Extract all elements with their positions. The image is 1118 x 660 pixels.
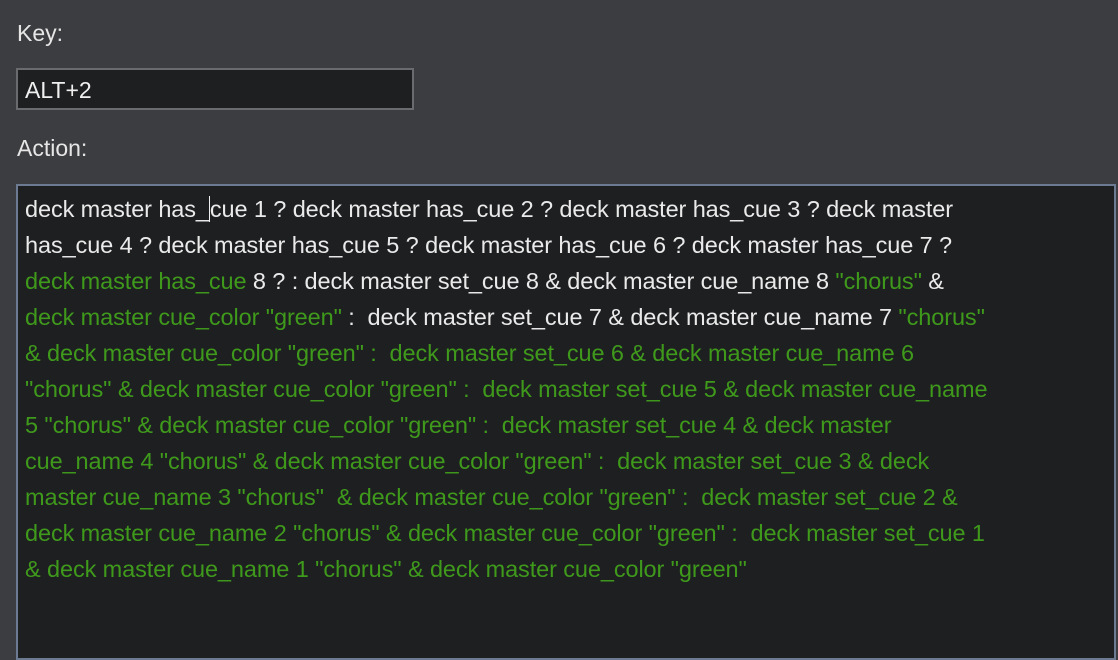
action-line: deck master has_cue 8 ? : deck master se… bbox=[25, 263, 1106, 299]
text-segment: 8 ? : deck master set_cue 8 & deck maste… bbox=[246, 268, 836, 294]
text-caret bbox=[208, 196, 210, 222]
highlighted-text-segment: cue_name 4 "chorus" & deck master cue_co… bbox=[25, 448, 930, 474]
action-line: & deck master cue_name 1 "chorus" & deck… bbox=[25, 551, 1106, 587]
action-editor[interactable]: deck master has_cue 1 ? deck master has_… bbox=[16, 184, 1116, 660]
text-segment: : deck master set_cue 7 & deck master cu… bbox=[341, 304, 899, 330]
action-line: 5 "chorus" & deck master cue_color "gree… bbox=[25, 407, 1106, 443]
action-line: cue_name 4 "chorus" & deck master cue_co… bbox=[25, 443, 1106, 479]
key-label: Key: bbox=[17, 20, 64, 46]
action-line: has_cue 4 ? deck master has_cue 5 ? deck… bbox=[25, 227, 1106, 263]
text-segment: cue 1 ? deck master has_cue 2 ? deck mas… bbox=[209, 196, 953, 222]
action-line: "chorus" & deck master cue_color "green"… bbox=[25, 371, 1106, 407]
action-line: & deck master cue_color "green" : deck m… bbox=[25, 335, 1106, 371]
highlighted-text-segment: deck master cue_name 2 "chorus" & deck m… bbox=[25, 520, 985, 546]
highlighted-text-segment: "chorus" bbox=[898, 304, 985, 330]
text-segment: & bbox=[921, 268, 944, 294]
highlighted-text-segment: "chorus" & deck master cue_color "green"… bbox=[25, 376, 988, 402]
highlighted-text-segment: deck master cue_color "green" bbox=[25, 304, 342, 330]
highlighted-text-segment: & deck master cue_color "green" : deck m… bbox=[25, 340, 914, 366]
highlighted-text-segment: & deck master cue_name 1 "chorus" & deck… bbox=[25, 556, 747, 582]
action-line: master cue_name 3 "chorus" & deck master… bbox=[25, 479, 1106, 515]
action-label: Action: bbox=[17, 135, 88, 161]
highlighted-text-segment: 5 "chorus" & deck master cue_color "gree… bbox=[25, 412, 892, 438]
text-segment: deck master has_ bbox=[25, 196, 209, 222]
highlighted-text-segment: deck master has_cue bbox=[25, 268, 247, 294]
action-line: deck master cue_name 2 "chorus" & deck m… bbox=[25, 515, 1106, 551]
highlighted-text-segment: "chorus" bbox=[835, 268, 922, 294]
action-line: deck master cue_color "green" : deck mas… bbox=[25, 299, 1106, 335]
key-input[interactable]: ALT+2 bbox=[16, 68, 414, 110]
highlighted-text-segment: master cue_name 3 "chorus" & deck master… bbox=[25, 484, 958, 510]
text-segment: has_cue 4 ? deck master has_cue 5 ? deck… bbox=[25, 232, 953, 258]
action-line: deck master has_cue 1 ? deck master has_… bbox=[25, 191, 1106, 227]
